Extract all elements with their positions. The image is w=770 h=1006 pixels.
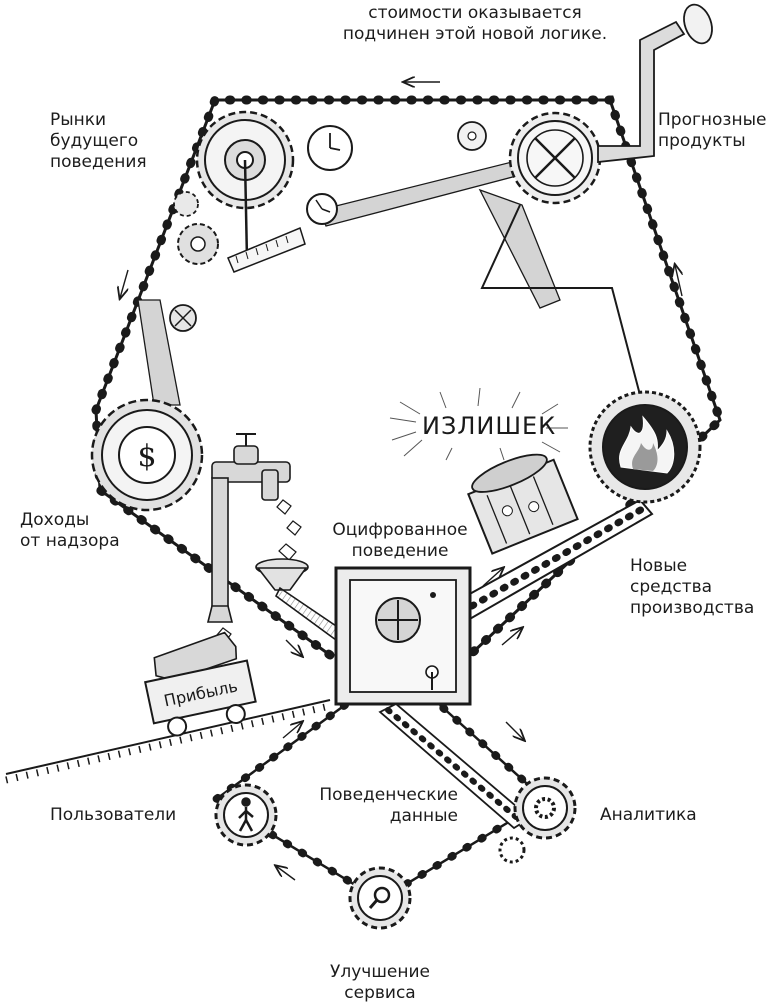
clock-icon (306, 121, 487, 225)
caption-line: подчинен этой новой логике. (342, 24, 608, 44)
prediction-gear (508, 111, 602, 205)
safe-icon (334, 566, 472, 706)
main-belt (91, 95, 726, 660)
label-prediction: Прогнозные продукты (658, 110, 766, 152)
rod-linkage (480, 204, 641, 396)
person-gear (214, 783, 278, 847)
profit-cart: Прибыль (143, 631, 257, 737)
label-line: Рынки (50, 110, 107, 130)
gear-icon (534, 797, 556, 819)
rail-track (5, 699, 331, 784)
flame-gear (588, 390, 702, 504)
label-users: Пользователи (50, 805, 177, 825)
label-service: Улучшение сервиса (320, 962, 440, 1004)
person-icon (238, 797, 254, 832)
caption-line: стоимости оказывается (368, 3, 582, 23)
label-line: средства (630, 577, 713, 597)
dollar-gear: $ (90, 398, 204, 512)
magnifier-gear (348, 866, 412, 930)
label-behavioral: Поведенческие данные (300, 785, 458, 827)
gauge-dial (227, 226, 306, 273)
label-line: продукты (658, 131, 746, 151)
analytics-gear (513, 776, 577, 840)
production-machine (467, 453, 579, 555)
faucet-icon (206, 433, 291, 623)
label-line: поведение (351, 541, 449, 561)
label-line: Новые (630, 556, 688, 576)
label-analytics: Аналитика (600, 805, 697, 825)
label-line: Прогнозные (658, 110, 767, 130)
flow-arrows (120, 82, 682, 881)
periscope-icon (597, 3, 713, 164)
label-line: Доходы (20, 510, 90, 530)
caption: стоимости оказывается подчинен этой ново… (335, 3, 615, 45)
label-line: будущего (50, 131, 139, 151)
label-line: Оцифрованное (332, 520, 468, 540)
label-line: Поведенческие (319, 785, 458, 805)
label-line: от надзора (20, 531, 120, 551)
support-arms (137, 159, 561, 406)
funnel-icon (255, 558, 344, 642)
magnifier-icon (368, 886, 391, 909)
label-revenues: Доходы от надзора (20, 510, 120, 552)
label-means: Новые средства производства (630, 556, 754, 619)
small-gear (498, 836, 526, 864)
dollar-icon: $ (137, 439, 156, 474)
label-digitized: Оцифрованное поведение (325, 520, 475, 562)
label-line: Улучшение (330, 962, 430, 982)
label-line: данные (389, 806, 458, 826)
label-line: поведения (50, 152, 147, 172)
surplus-rays (389, 387, 568, 461)
label-line: производства (630, 598, 755, 618)
small-gear (169, 191, 219, 332)
surplus-label: ИЗЛИШЕК (422, 412, 557, 440)
label-line: сервиса (344, 983, 416, 1003)
markets-gear (195, 110, 295, 261)
label-markets: Рынки будущего поведения (50, 110, 147, 173)
